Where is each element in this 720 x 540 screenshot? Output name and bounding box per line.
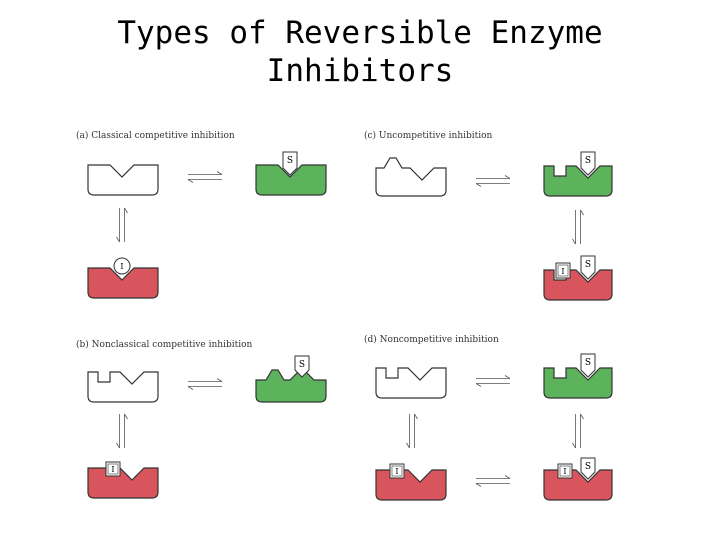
substrate-label: S	[287, 156, 293, 166]
substrate-c: S	[580, 151, 596, 176]
equilibrium-arrow-d2	[406, 413, 418, 449]
panel-label-c: (c) Uncompetitive inhibition	[364, 131, 493, 141]
slide-title: Types of Reversible Enzyme Inhibitors	[0, 14, 720, 90]
equilibrium-arrow-c1	[475, 175, 511, 187]
substrate-d: S	[580, 353, 596, 378]
equilibrium-arrow-a1	[187, 171, 223, 183]
substrate-b: S	[294, 355, 310, 378]
enzyme-free-b	[87, 371, 159, 403]
enzyme-es-complex-d	[543, 367, 613, 399]
equilibrium-arrow-c2	[572, 209, 584, 245]
enzyme-free-a	[87, 164, 159, 196]
substrate-d-2: S	[580, 457, 596, 480]
equilibrium-arrow-b2	[116, 413, 128, 449]
inhibitor-label: I	[395, 467, 398, 476]
inhibitor-label: I	[561, 267, 564, 276]
substrate-label: S	[585, 358, 591, 368]
enzyme-es-complex-c	[543, 165, 613, 197]
substrate-label: S	[585, 260, 591, 270]
enzyme-esi-complex-c	[543, 269, 613, 301]
enzyme-ei-complex-d	[375, 469, 447, 501]
inhibitor-label: I	[563, 467, 566, 476]
panel-b: S I	[87, 355, 327, 499]
enzyme-ei-complex-a	[87, 267, 159, 299]
equilibrium-arrow-d3	[572, 413, 584, 449]
inhibitor-label: I	[111, 465, 114, 474]
panel-label-b: (b) Nonclassical competitive inhibition	[76, 340, 253, 350]
enzyme-free-c	[375, 157, 447, 197]
substrate-label: S	[299, 360, 305, 370]
slide-title-line2: Inhibitors	[266, 53, 454, 89]
inhibitor-d-2: I	[557, 463, 573, 479]
enzyme-es-complex-a	[255, 164, 327, 196]
equilibrium-arrow-a2	[116, 207, 128, 243]
equilibrium-arrow-d1	[475, 375, 511, 387]
equilibrium-arrow-b1	[187, 378, 223, 390]
inhibitor-a: I	[113, 257, 131, 275]
substrate-a: S	[282, 151, 298, 176]
panel-d: S I I S	[375, 353, 613, 501]
inhibitor-label: I	[120, 262, 123, 271]
panel-c: S I S	[375, 151, 613, 301]
slide-title-line1: Types of Reversible Enzyme	[117, 15, 603, 51]
enzyme-ei-complex-b	[87, 467, 159, 499]
enzyme-es-complex-b	[255, 367, 327, 403]
panel-label-a: (a) Classical competitive inhibition	[76, 131, 235, 141]
panel-label-d: (d) Noncompetitive inhibition	[364, 335, 499, 345]
substrate-c-2: S	[580, 255, 596, 280]
substrate-label: S	[585, 462, 591, 472]
inhibitor-d: I	[389, 463, 405, 479]
equilibrium-arrow-d4	[475, 475, 511, 487]
inhibitor-c: I	[555, 262, 571, 279]
substrate-label: S	[585, 156, 591, 166]
inhibitor-b: I	[105, 461, 121, 477]
panel-a: S I	[87, 151, 327, 299]
enzyme-free-d	[375, 367, 447, 399]
enzyme-esi-complex-d	[543, 469, 613, 501]
